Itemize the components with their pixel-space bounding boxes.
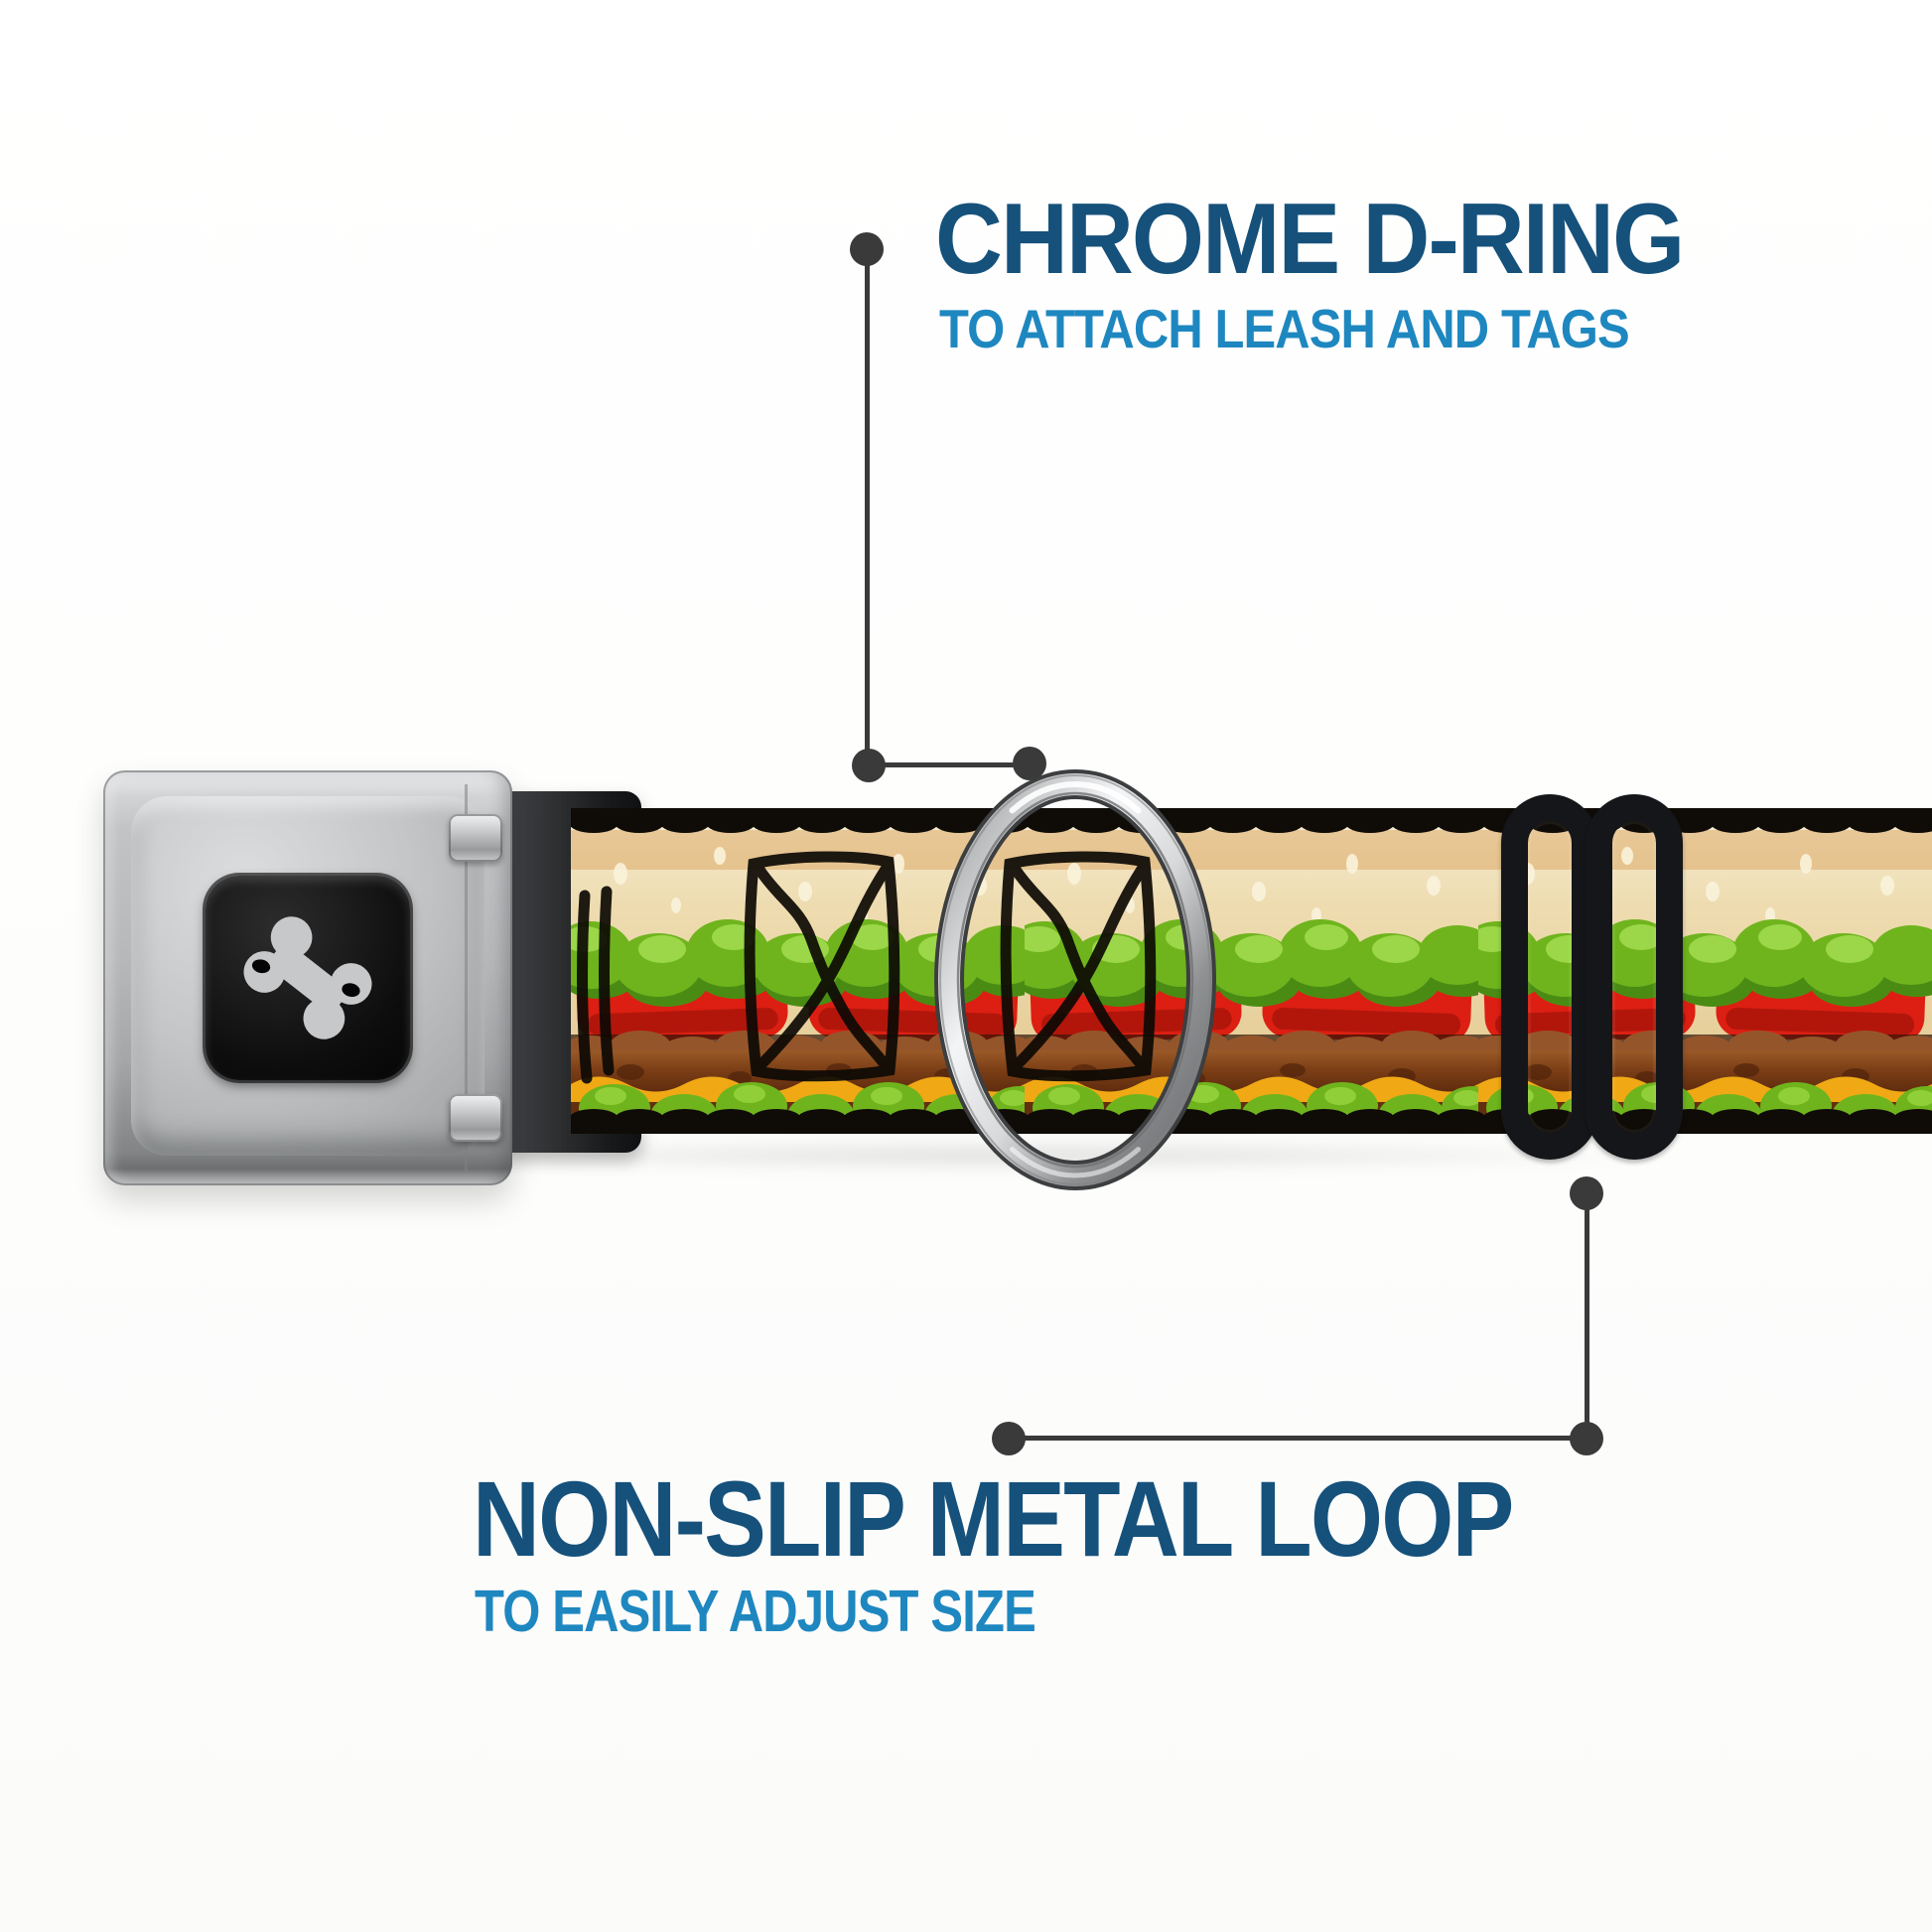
- adjuster-loop-right: [1586, 794, 1683, 1160]
- strap-stitched-edges: [571, 808, 1932, 1134]
- callout-line-bottom-vertical: [1585, 1199, 1589, 1440]
- feature-subtitle-bottom: TO EASILY ADJUST SIZE: [475, 1579, 1036, 1644]
- collar-strap-burger-pattern: [571, 808, 1932, 1134]
- dog-bone-icon: [243, 916, 372, 1039]
- buckle-seam: [465, 784, 468, 1172]
- buckle-clip-bottom: [449, 1094, 502, 1142]
- seatbelt-buckle: [103, 770, 512, 1185]
- feature-title-top: CHROME D-RING: [935, 184, 1685, 295]
- feature-title-bottom: NON-SLIP METAL LOOP: [473, 1458, 1514, 1579]
- feature-subtitle-top: TO ATTACH LEASH AND TAGS: [939, 298, 1630, 359]
- buckle-logo-plate: [206, 876, 410, 1080]
- callout-dot-top-end: [1013, 747, 1046, 780]
- chrome-d-ring: [934, 769, 1216, 1190]
- callout-line-bottom-horizontal: [1009, 1436, 1587, 1441]
- callout-dot-bottom-end: [992, 1422, 1026, 1455]
- buckle-clip-top: [449, 814, 502, 862]
- adjuster-loop-left: [1501, 794, 1598, 1160]
- callout-line-top-vertical: [865, 256, 870, 766]
- callout-line-top-horizontal: [869, 762, 1030, 767]
